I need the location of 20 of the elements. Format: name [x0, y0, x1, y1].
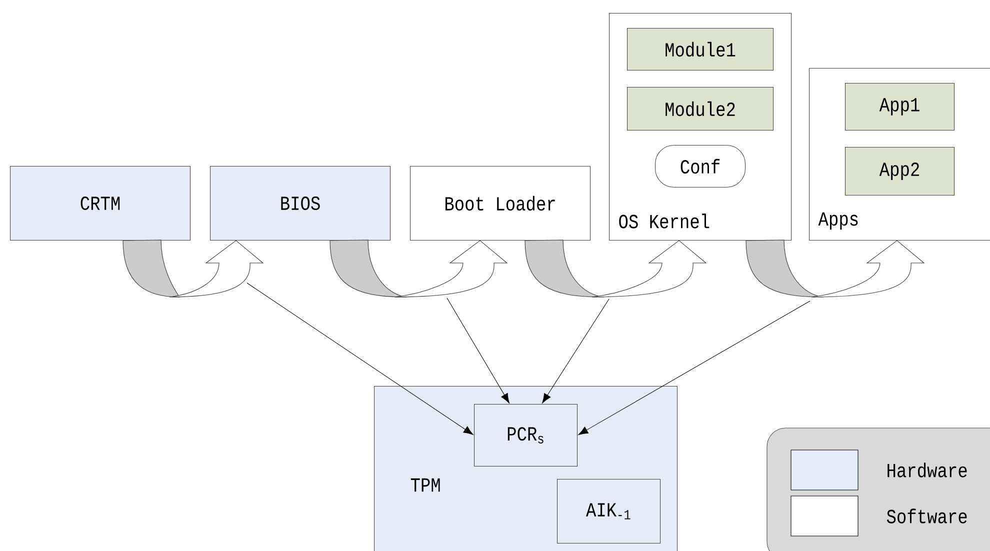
legend-label: Hardware: [888, 462, 967, 478]
key-box: AIK$_{-1}$: [557, 479, 661, 544]
component-box: BIOS: [210, 166, 391, 241]
component-box: CRTM: [10, 166, 191, 241]
register-box: PCR$_{s}$: [474, 404, 578, 467]
module-box: Module2: [627, 87, 774, 131]
curved-block-arrow: [122, 240, 264, 298]
arrow: [246, 282, 474, 435]
module-box: App1: [845, 83, 955, 131]
config-pill: Conf: [655, 145, 746, 188]
curved-block-arrow: [746, 240, 924, 298]
curved-block-arrow: [524, 240, 706, 298]
module-box: Module1: [627, 28, 774, 71]
arrow: [542, 298, 610, 404]
legend-label: Software: [886, 508, 967, 524]
component-box: Boot Loader: [410, 166, 591, 241]
module-box: App2: [845, 147, 955, 196]
arrow: [578, 300, 810, 435]
curved-block-arrow: [330, 240, 508, 298]
arrow: [446, 298, 510, 404]
